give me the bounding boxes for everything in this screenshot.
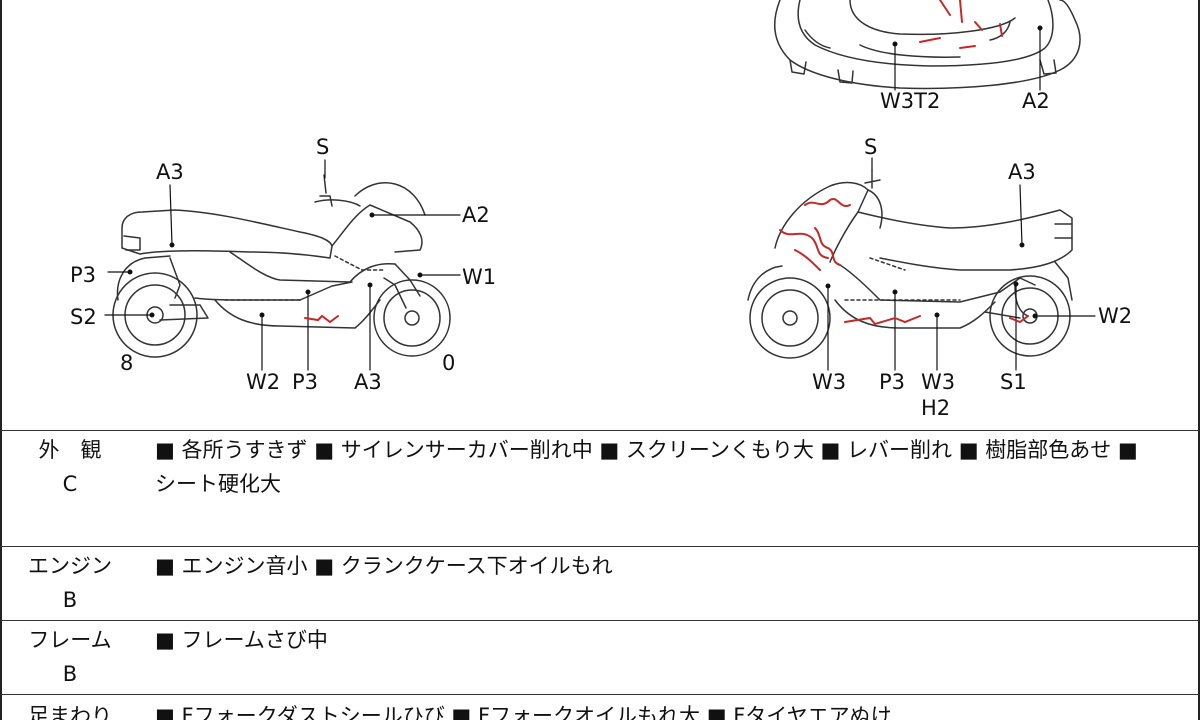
row-notes: ■ フレームさび中 [155, 623, 1185, 657]
row-divider [0, 620, 1200, 621]
label-right-w2: W2 [1098, 304, 1133, 328]
row-category: 外 観 [38, 438, 102, 462]
note-line: シート硬化大 [155, 472, 281, 496]
note-line: ■ 各所うすきず ■ サイレンサーカバー削れ中 ■ スクリーンくもり大 ■ レバ… [155, 438, 1138, 462]
row-category: エンジン [28, 554, 112, 578]
row-divider [0, 546, 1200, 547]
right-border [1198, 0, 1200, 720]
label-right-a3: A3 [1008, 160, 1036, 184]
row-divider [0, 694, 1200, 695]
label-top-a2: A2 [1022, 89, 1050, 113]
scooter-line-drawings [104, 0, 1096, 371]
label-right-w3-left: W3 [812, 370, 847, 394]
label-left-w2: W2 [246, 370, 281, 394]
condition-row-suspension: 足まわり ■ Fフォークダストシールひび ■ Fフォークオイルもれ大 ■ Fタイ… [0, 694, 1200, 720]
label-top-w3t2: W3T2 [880, 89, 941, 113]
row-grade: C [62, 472, 78, 496]
row-category: 足まわり [28, 704, 112, 720]
row-notes: ■ 各所うすきず ■ サイレンサーカバー削れ中 ■ スクリーンくもり大 ■ レバ… [155, 433, 1185, 501]
row-notes: ■ Fフォークダストシールひび ■ Fフォークオイルもれ大 ■ Fタイヤエアぬけ [155, 699, 1185, 720]
condition-row-frame: フレーム B ■ フレームさび中 [0, 620, 1200, 694]
label-left-a2: A2 [462, 203, 490, 227]
damage-marks [304, 0, 1029, 326]
note-line: ■ Fフォークダストシールひび ■ Fフォークオイルもれ大 ■ Fタイヤエアぬけ [155, 704, 892, 720]
left-border [0, 0, 2, 720]
label-right-h2: H2 [921, 396, 951, 420]
label-right-p3: P3 [879, 370, 906, 394]
label-left-p3-side: P3 [70, 263, 97, 287]
row-notes: ■ エンジン音小 ■ クランクケース下オイルもれ [155, 549, 1185, 583]
left-view-drawing [112, 174, 451, 358]
label-left-a3-top: A3 [156, 160, 184, 184]
condition-row-engine: エンジン B ■ エンジン音小 ■ クランクケース下オイルもれ [0, 546, 1200, 620]
row-grade: B [62, 588, 78, 612]
note-line: ■ フレームさび中 [155, 628, 328, 652]
label-left-s2: S2 [70, 305, 97, 329]
label-left-num-0: 0 [442, 351, 456, 375]
callout-leaders [104, 27, 1096, 371]
row-divider [0, 430, 1200, 431]
callout-dots [127, 25, 1043, 319]
label-right-s: S [864, 135, 878, 159]
top-view-drawing [774, 0, 1081, 90]
label-right-w3-right: W3 [921, 370, 956, 394]
right-view-drawing [747, 169, 1073, 359]
label-left-num-8: 8 [120, 351, 134, 375]
label-left-p3-bottom: P3 [292, 370, 319, 394]
condition-row-exterior: 外 観 C ■ 各所うすきず ■ サイレンサーカバー削れ中 ■ スクリーンくもり… [0, 430, 1200, 546]
row-category: フレーム [28, 628, 112, 652]
note-line: ■ エンジン音小 ■ クランクケース下オイルもれ [155, 554, 613, 578]
label-left-s: S [316, 135, 330, 159]
row-grade: B [62, 662, 78, 686]
label-left-a3-bottom: A3 [354, 370, 382, 394]
label-right-s1: S1 [1000, 370, 1027, 394]
condition-table: 外 観 C ■ 各所うすきず ■ サイレンサーカバー削れ中 ■ スクリーンくもり… [0, 430, 1200, 720]
label-left-w1: W1 [462, 265, 497, 289]
motorcycle-damage-diagram: W3T2 A2 S A3 A2 P3 W1 S2 8 0 W2 P3 A3 S … [70, 0, 1133, 420]
